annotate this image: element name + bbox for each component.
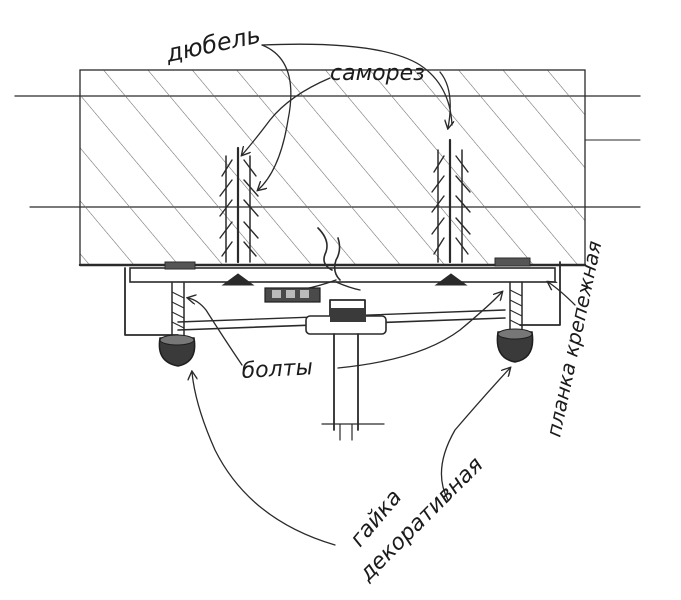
bolt-right <box>509 281 523 331</box>
center-rod <box>305 299 387 441</box>
dowel-left <box>219 146 259 286</box>
decorative-nut-left <box>158 334 196 367</box>
bolt-left <box>171 282 185 337</box>
label-bolts: болты <box>241 355 313 384</box>
ceiling-slab <box>14 69 641 267</box>
label-dowel: дюбель <box>162 21 263 69</box>
label-screw: саморез <box>330 61 425 86</box>
mounting-bracket <box>124 257 561 336</box>
wires-terminal <box>264 227 361 303</box>
decorative-nut-right <box>496 328 534 363</box>
leader-lines <box>188 43 576 546</box>
